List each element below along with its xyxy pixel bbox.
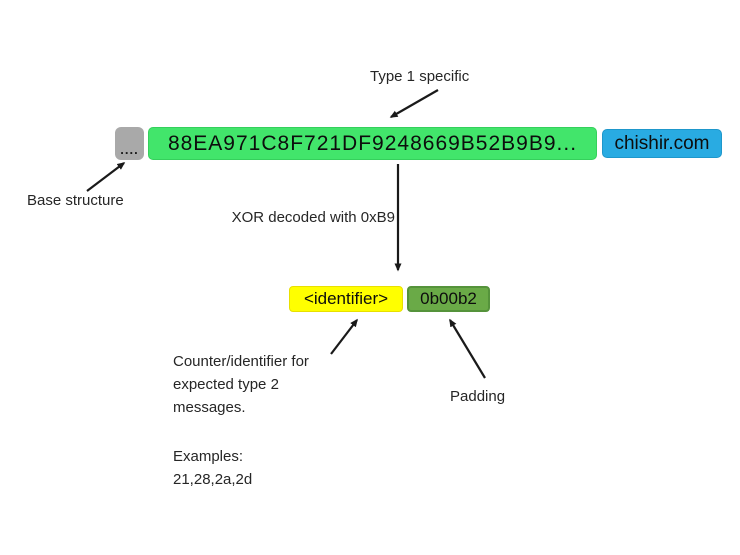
counter-note-line1: Counter/identifier for xyxy=(173,353,309,370)
type1-specific-label: Type 1 specific xyxy=(370,68,470,85)
base-structure-label: Base structure xyxy=(27,192,124,209)
arrow-type1-to-payload xyxy=(389,89,439,118)
domain-box: chishir.com xyxy=(602,129,722,158)
arrow-padding-to-paddingval xyxy=(449,318,486,379)
examples-note: Examples: 21,28,2a,2d xyxy=(173,445,353,491)
padding-label: Padding xyxy=(450,388,506,405)
identifier-box: <identifier> xyxy=(289,286,403,312)
arrow-counter-to-identifier xyxy=(330,318,358,355)
base-structure-box: .... xyxy=(115,127,144,160)
arrow-basestructure-to-base-box xyxy=(86,162,126,192)
examples-value: 21,28,2a,2d xyxy=(173,471,253,488)
examples-label: Examples: xyxy=(173,448,244,465)
counter-note-line2: expected type 2 xyxy=(173,376,279,393)
payload-hex-box: 88EA971C8F721DF9248669B52B9B9... xyxy=(148,127,597,160)
xor-decoded-label: XOR decoded with 0xB9 xyxy=(231,209,395,226)
padding-value-box: 0b00b2 xyxy=(407,286,490,312)
counter-note-line3: messages. xyxy=(173,399,246,416)
counter-identifier-note: Counter/identifier for expected type 2 m… xyxy=(173,350,353,419)
